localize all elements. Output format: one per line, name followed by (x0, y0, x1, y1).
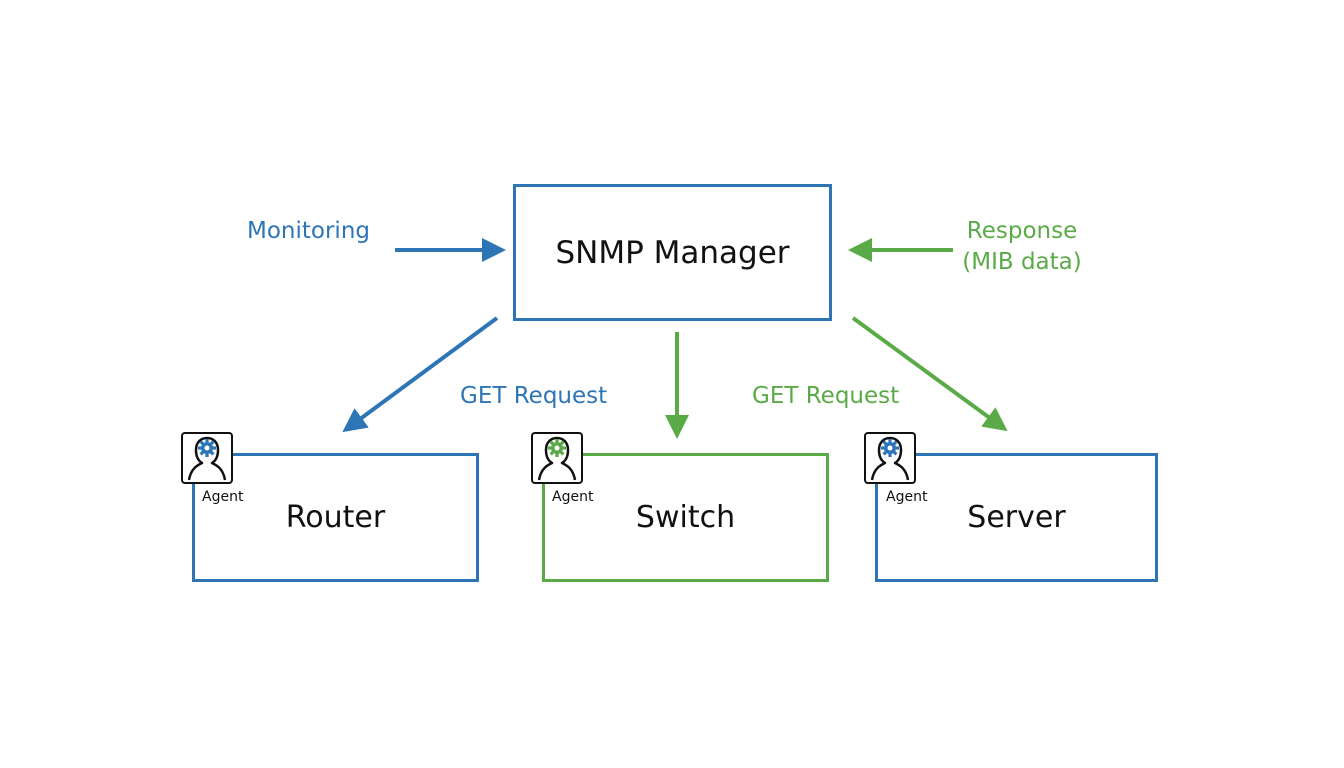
server-box: Server (875, 453, 1158, 582)
switch-agent-icon (531, 432, 583, 484)
router-box: Router (192, 453, 479, 582)
snmp-manager-box: SNMP Manager (513, 184, 832, 321)
switch-box: Switch (542, 453, 829, 582)
response-label-line2: (MIB data) (962, 249, 1082, 275)
get-request-label-right: GET Request (752, 383, 900, 409)
response-label-line1: Response (966, 218, 1078, 244)
server-agent-icon (864, 432, 916, 484)
router-title: Router (285, 500, 386, 535)
switch-agent-label: Agent (552, 489, 594, 505)
router-agent-icon (181, 432, 233, 484)
switch-title: Switch (635, 500, 736, 535)
router-agent-label: Agent (202, 489, 244, 505)
response-label: Response (MIB data) (948, 216, 1096, 278)
monitoring-label: Monitoring (247, 218, 370, 244)
get-request-label-left: GET Request (460, 383, 608, 409)
server-title: Server (967, 500, 1066, 535)
server-agent-label: Agent (886, 489, 928, 505)
snmp-manager-title: SNMP Manager (555, 234, 790, 271)
